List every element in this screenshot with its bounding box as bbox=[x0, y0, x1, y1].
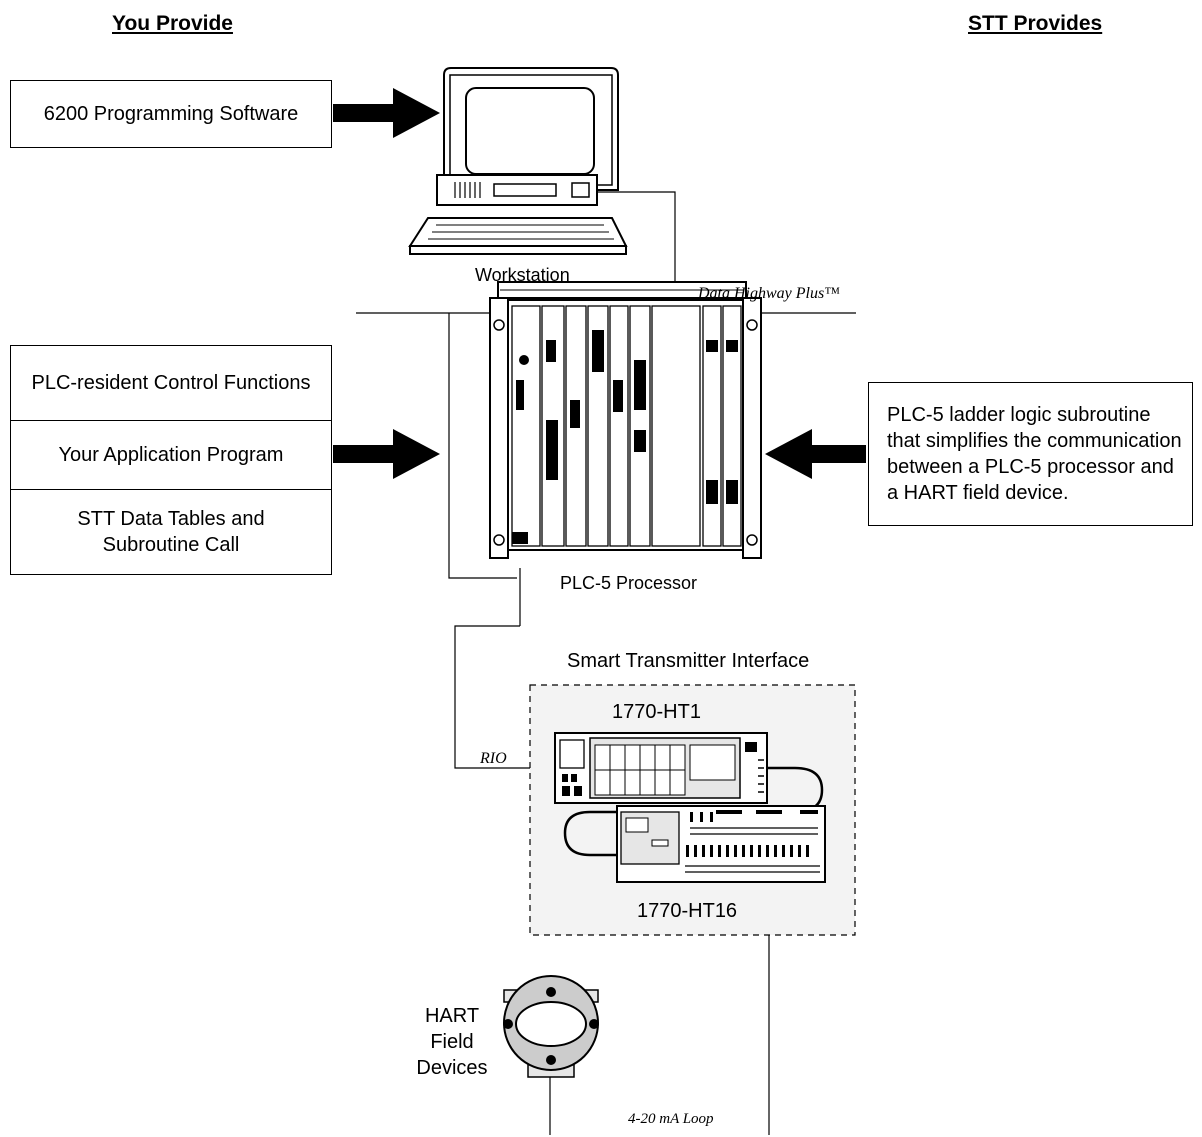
control-functions-box: PLC-resident Control Functions bbox=[10, 345, 332, 421]
data-tables-box: STT Data Tables and Subroutine Call bbox=[10, 489, 332, 575]
plc-processor-label: PLC-5 Processor bbox=[560, 573, 698, 593]
subroutine-description-label: PLC-5 ladder logic subroutine that simpl… bbox=[887, 404, 1182, 504]
software-box: 6200 Programming Software bbox=[10, 80, 332, 148]
workstation-label: Workstation bbox=[475, 265, 570, 285]
rio-link bbox=[454, 568, 556, 769]
plc-chassis bbox=[489, 281, 762, 559]
you-provide-heading: You Provide bbox=[112, 12, 233, 35]
software-label: 6200 Programming Software bbox=[43, 102, 299, 125]
workstation-computer bbox=[408, 67, 628, 255]
hart-field-device bbox=[503, 975, 599, 1078]
control-functions-label: PLC-resident Control Functions bbox=[31, 371, 311, 394]
ht1-label: 1770-HT1 bbox=[612, 701, 701, 723]
arrow-software bbox=[333, 88, 440, 138]
ht1-module bbox=[554, 732, 768, 804]
subroutine-description-box: PLC-5 ladder logic subroutine that simpl… bbox=[868, 382, 1193, 526]
ht16-label: 1770-HT16 bbox=[637, 900, 738, 922]
arrow-application bbox=[333, 429, 440, 479]
ht16-module bbox=[616, 805, 826, 883]
loop-label: 4-20 mA Loop bbox=[628, 1111, 714, 1127]
sti-title: Smart Transmitter Interface bbox=[567, 650, 810, 672]
application-program-box: Your Application Program bbox=[10, 420, 332, 490]
hart-devices-label: HART Field Devices bbox=[416, 1005, 488, 1079]
arrow-subroutine bbox=[765, 429, 866, 479]
rio-label: RIO bbox=[480, 750, 507, 767]
application-program-label: Your Application Program bbox=[58, 443, 284, 466]
stt-provides-heading: STT Provides bbox=[968, 12, 1103, 35]
data-tables-label: STT Data Tables and Subroutine Call bbox=[77, 508, 265, 556]
data-highway-label: Data Highway Plus™ bbox=[698, 285, 840, 302]
